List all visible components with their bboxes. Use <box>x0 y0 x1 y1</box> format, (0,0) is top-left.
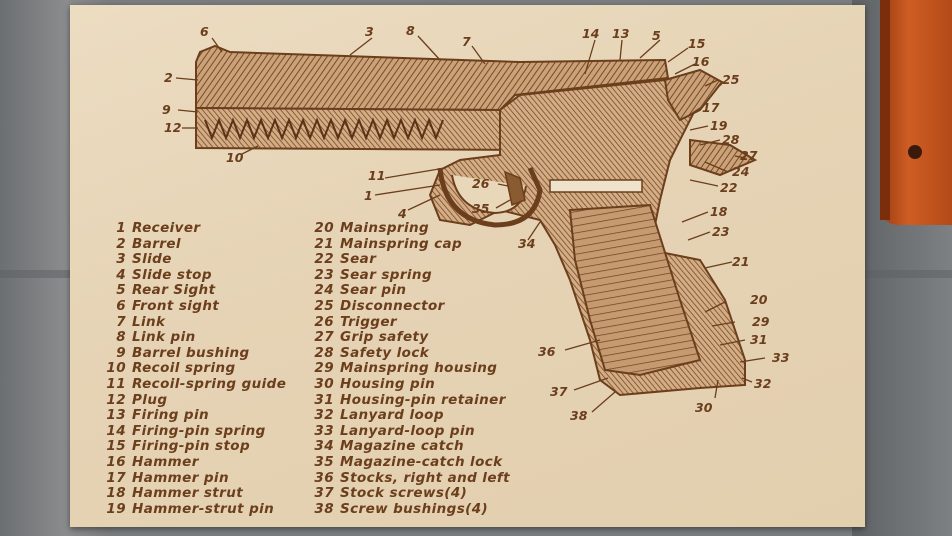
callout-31: 31 <box>750 332 767 347</box>
callout-1: 1 <box>364 188 373 203</box>
callout-24: 24 <box>732 164 749 179</box>
callout-22: 22 <box>720 180 737 195</box>
callout-5: 5 <box>652 28 661 43</box>
leader-lines <box>175 35 766 413</box>
callout-6: 6 <box>200 24 209 39</box>
callout-9: 9 <box>162 102 171 117</box>
callout-27: 27 <box>740 148 758 163</box>
callout-19: 19 <box>710 118 728 133</box>
grip-safety-shape <box>689 138 758 177</box>
callout-37: 37 <box>550 384 568 399</box>
callout-7: 7 <box>462 34 471 49</box>
barrel-shape <box>195 106 521 152</box>
orange-clamp <box>880 0 952 225</box>
callout-15: 15 <box>688 36 706 51</box>
callout-34: 34 <box>518 236 535 251</box>
callout-26: 26 <box>472 176 490 191</box>
grip-stock <box>568 203 702 377</box>
trigger-guard <box>437 166 543 228</box>
callout-38: 38 <box>570 408 588 423</box>
clamp-edge <box>880 0 890 220</box>
callout-23: 23 <box>712 224 729 239</box>
callout-14: 14 <box>582 26 599 41</box>
callout-3: 3 <box>365 24 374 39</box>
hammer-shape <box>663 68 724 122</box>
callout-10: 10 <box>226 150 244 165</box>
callout-11: 11 <box>368 168 385 183</box>
trigger-shape <box>503 170 526 207</box>
clamp-hole <box>908 145 922 159</box>
callout-35: 35 <box>472 201 490 216</box>
callout-13: 13 <box>612 26 629 41</box>
callout-28: 28 <box>722 132 740 147</box>
callout-25: 25 <box>722 72 740 87</box>
magazine-window <box>549 179 643 193</box>
callout-16: 16 <box>692 54 710 69</box>
callout-18: 18 <box>710 204 728 219</box>
callout-labels: 6 3 8 7 14 13 5 15 16 25 2 9 12 10 11 1 … <box>162 23 789 423</box>
callout-21: 21 <box>732 254 749 269</box>
callout-29: 29 <box>752 314 770 329</box>
callout-12: 12 <box>164 120 181 135</box>
callout-20: 20 <box>750 292 768 307</box>
callout-32: 32 <box>754 376 771 391</box>
callout-17: 17 <box>702 100 720 115</box>
callout-30: 30 <box>695 400 713 415</box>
callout-4: 4 <box>397 206 407 221</box>
callout-2: 2 <box>164 70 173 85</box>
recoil-spring <box>204 117 444 141</box>
callout-8: 8 <box>406 23 415 38</box>
callout-33: 33 <box>772 350 789 365</box>
callout-36: 36 <box>538 344 556 359</box>
